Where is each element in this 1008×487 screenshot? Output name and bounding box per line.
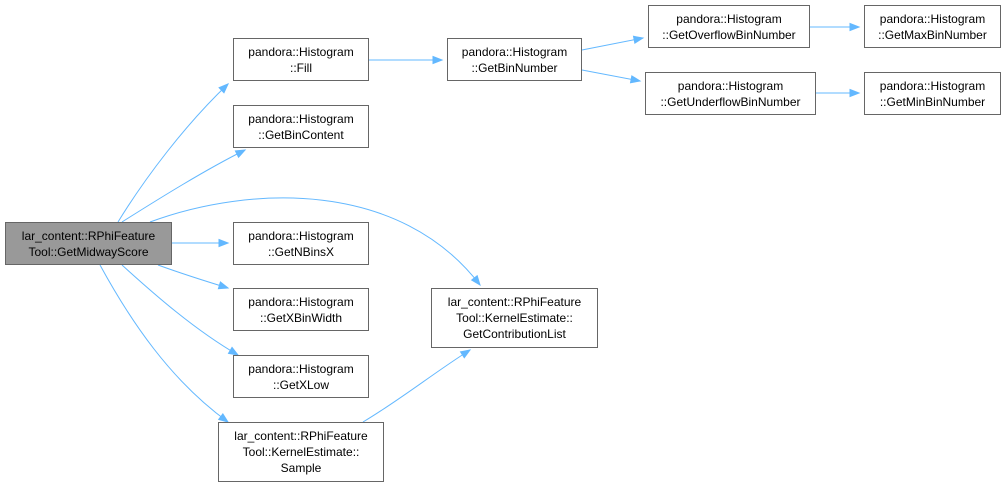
edge-getbinnumber-to-getoverflow	[581, 35, 645, 51]
edge-line	[121, 149, 246, 223]
edge-midway-to-getxlow	[121, 264, 240, 356]
edge-arrowhead	[632, 35, 645, 44]
node-label-line: pandora::Histogram	[248, 228, 354, 243]
node-label-line: lar_content::RPhiFeature	[234, 429, 368, 443]
edge-line	[157, 264, 229, 289]
node-getxbinwidth[interactable]: pandora::Histogram::GetXBinWidth	[233, 288, 369, 331]
node-label-line: GetContributionList	[463, 327, 566, 341]
edge-midway-to-fill	[117, 83, 229, 223]
edge-arrowhead	[217, 412, 230, 423]
node-label-line: ::GetUnderflowBinNumber	[660, 94, 801, 109]
edge-arrowhead	[849, 88, 861, 98]
edge-arrowhead	[629, 75, 642, 84]
edge-line	[581, 37, 644, 51]
edge-midway-to-getcontriblist	[149, 197, 481, 287]
node-getbincontent[interactable]: pandora::Histogram::GetBinContent	[233, 105, 369, 148]
edge-arrowhead	[459, 349, 472, 359]
node-label-line: Tool::KernelEstimate::	[242, 445, 360, 459]
node-label-line: ::Fill	[290, 60, 312, 75]
edge-arrowhead	[218, 83, 229, 94]
node-label-line: pandora::Histogram	[248, 111, 354, 126]
node-label-line: Tool::KernelEstimate::	[456, 311, 573, 325]
edge-line	[149, 197, 481, 286]
node-label-line: ::GetMaxBinNumber	[878, 27, 987, 42]
edge-sample-to-getcontriblist	[362, 349, 472, 423]
edge-midway-to-getbincontent	[121, 149, 247, 223]
edge-fill-to-getbinnumber	[369, 55, 444, 65]
node-label-line: ::GetNBinsX	[267, 244, 335, 259]
edge-midway-to-sample	[99, 264, 230, 423]
node-label-line: ::GetXLow	[272, 377, 330, 392]
edge-arrowhead	[470, 274, 481, 287]
edge-getoverflow-to-getmaxbin	[810, 22, 861, 32]
node-getminbin[interactable]: pandora::Histogram::GetMinBinNumber	[864, 72, 1001, 115]
edge-arrowhead	[234, 149, 247, 159]
edge-arrowhead	[217, 281, 230, 290]
node-getunderflow[interactable]: pandora::Histogram::GetUnderflowBinNumbe…	[645, 72, 816, 115]
node-getmaxbin[interactable]: pandora::Histogram::GetMaxBinNumber	[864, 5, 1001, 48]
node-label-line: lar_content::RPhiFeature	[21, 228, 156, 243]
node-label-line: ::GetOverflowBinNumber	[662, 27, 796, 42]
node-label-line: Sample	[280, 461, 322, 475]
node-label-line: Tool::GetMidwayScore	[28, 244, 149, 259]
edge-getunderflow-to-getminbin	[816, 88, 861, 98]
node-label-line: ::GetMinBinNumber	[879, 94, 986, 109]
node-getnbinsx[interactable]: pandora::Histogram::GetNBinsX	[233, 222, 369, 265]
node-label-line: lar_content::RPhiFeature	[447, 295, 582, 309]
edge-arrowhead	[432, 55, 444, 65]
edge-arrowhead	[218, 238, 230, 248]
node-label-line: pandora::Histogram	[879, 11, 986, 26]
edge-line	[362, 349, 471, 423]
edge-line	[99, 264, 229, 423]
node-label-line: ::GetBinNumber	[471, 60, 558, 75]
node-getoverflow[interactable]: pandora::Histogram::GetOverflowBinNumber	[648, 5, 810, 48]
node-getxlow[interactable]: pandora::Histogram::GetXLow	[233, 355, 369, 398]
edge-midway-to-getxbinwidth	[157, 264, 230, 290]
node-label-line: ::GetBinContent	[258, 127, 344, 142]
edge-getbinnumber-to-getunderflow	[581, 69, 642, 84]
node-getbinnumber[interactable]: pandora::Histogram::GetBinNumber	[447, 38, 582, 81]
node-label-line: pandora::Histogram	[879, 78, 986, 93]
node-label-line: pandora::Histogram	[677, 78, 784, 93]
edge-line	[121, 264, 239, 356]
edge-line	[581, 69, 641, 82]
node-label-line: pandora::Histogram	[248, 361, 354, 376]
node-label-line: pandora::Histogram	[676, 11, 782, 26]
node-label-line: pandora::Histogram	[248, 294, 354, 309]
node-label-line: ::GetXBinWidth	[259, 310, 343, 325]
edge-midway-to-getnbinsx	[172, 238, 230, 248]
node-fill[interactable]: pandora::Histogram::Fill	[233, 38, 369, 81]
node-label-line: pandora::Histogram	[461, 44, 568, 59]
node-label-line: pandora::Histogram	[248, 44, 354, 59]
edge-arrowhead	[849, 22, 861, 32]
edge-line	[117, 83, 229, 223]
edge-arrowhead	[227, 346, 240, 356]
